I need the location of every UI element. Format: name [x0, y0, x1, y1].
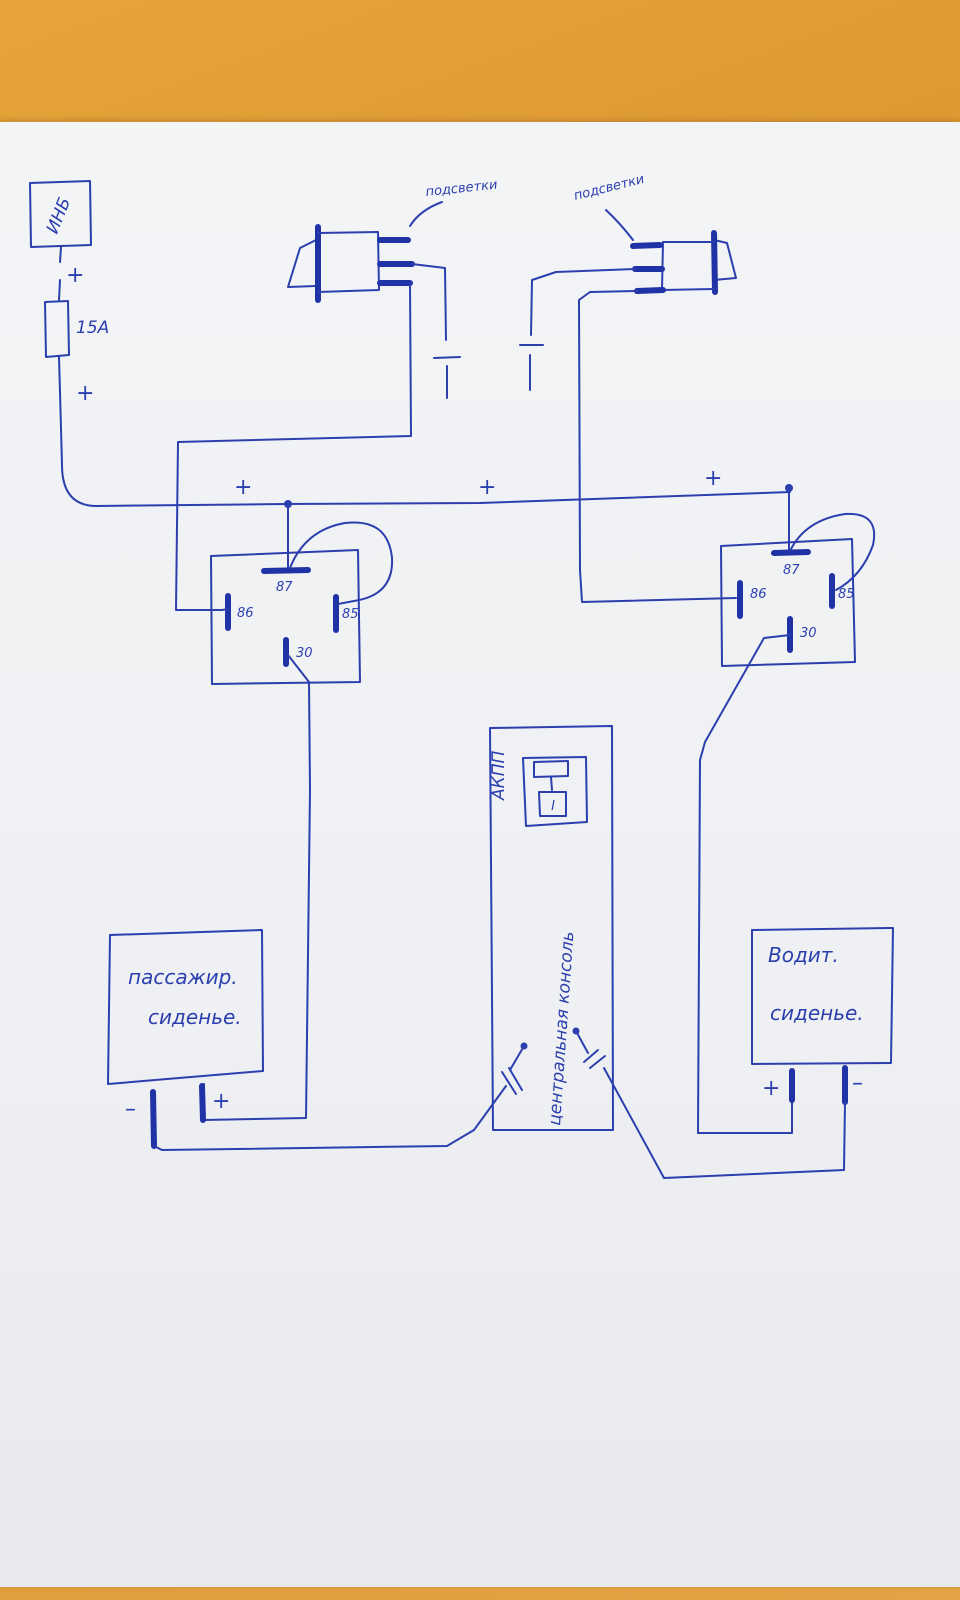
plus-label: +: [234, 475, 252, 500]
left-backlight-switch: подсветки: [287, 178, 498, 303]
relay-pin-85: 85: [342, 607, 359, 622]
left-relay: 87 86 85 30: [210, 503, 394, 685]
relay-pin-30: 30: [296, 646, 313, 661]
driver-seat-label: сиденье.: [770, 1001, 864, 1025]
relay-pin-85: 85: [838, 587, 855, 602]
fuse: 15А: [44, 300, 109, 358]
right-relay: 87 86 85 30: [720, 487, 876, 667]
plus-label: +: [704, 466, 722, 491]
plus-label: +: [66, 263, 84, 288]
fuse-label: 15А: [76, 318, 109, 338]
minus-label: –: [125, 1097, 136, 1122]
minus-label: –: [852, 1071, 863, 1096]
paper-sheet: [0, 122, 960, 1587]
relay-pin-86: 86: [750, 587, 767, 602]
right-backlight-switch: подсветки: [572, 172, 737, 295]
backlight-label: подсветки: [425, 178, 498, 200]
central-console: I АКПП центральная консоль: [489, 725, 614, 1131]
plus-label: +: [478, 475, 496, 500]
relay-pin-86: 86: [237, 606, 254, 621]
ignition-source: ИНБ: [29, 180, 92, 248]
akpp-label: АКПП: [489, 751, 509, 801]
passenger-seat-label: сиденье.: [148, 1005, 242, 1029]
plus-label: +: [762, 1076, 780, 1101]
driver-seat: Водит. сиденье. + –: [751, 927, 894, 1105]
backlight-label: подсветки: [572, 172, 646, 204]
relay-pin-30: 30: [800, 626, 817, 641]
selector-label: I: [551, 799, 555, 814]
plus-label: +: [76, 381, 94, 406]
passenger-seat: пассажир. сиденье. – +: [107, 929, 264, 1149]
relay-pin-87: 87: [783, 563, 800, 578]
driver-seat-label: Водит.: [768, 943, 839, 967]
passenger-seat-label: пассажир.: [128, 965, 238, 989]
relay-pin-87: 87: [276, 580, 293, 595]
ignition-label: ИНБ: [43, 195, 75, 237]
plus-label: +: [212, 1089, 230, 1114]
